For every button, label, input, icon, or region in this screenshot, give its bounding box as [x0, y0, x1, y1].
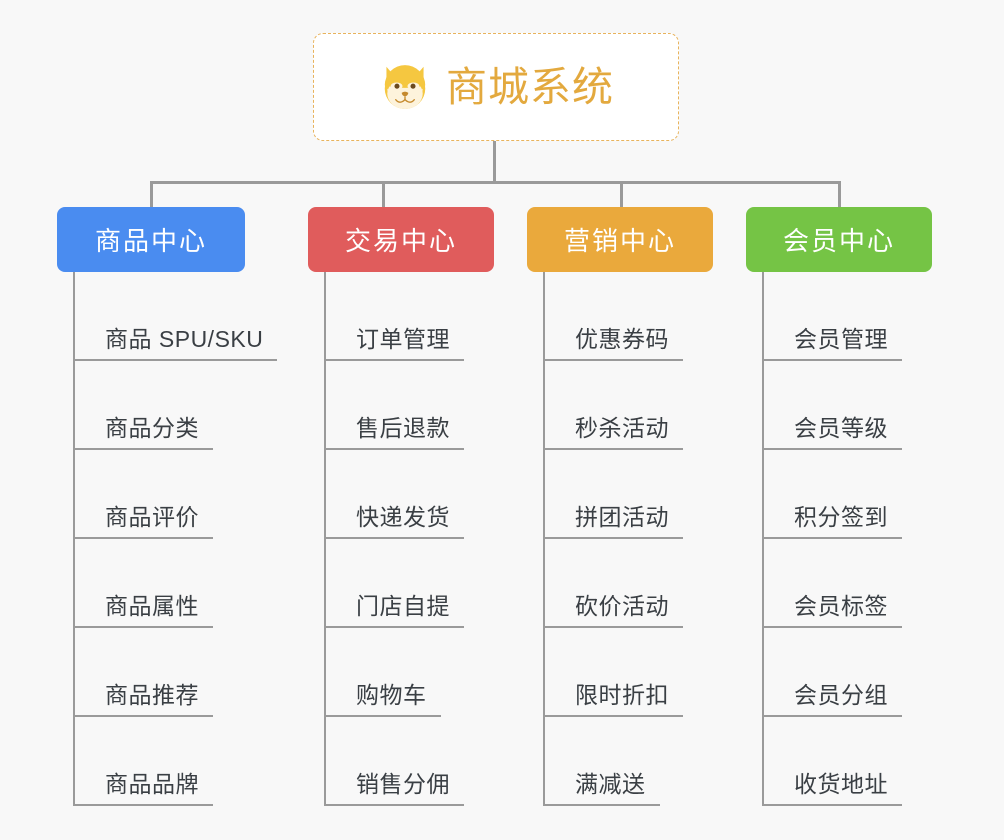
- branch-header-4[interactable]: 会员中心: [746, 207, 932, 272]
- leaf-item[interactable]: 快递发货: [324, 450, 464, 539]
- leaf-item[interactable]: 秒杀活动: [543, 361, 683, 450]
- leaf-item[interactable]: 售后退款: [324, 361, 464, 450]
- shiba-dog-face-icon: [384, 65, 426, 111]
- branch-column-1: 商品中心 商品 SPU/SKU 商品分类 商品评价 商品属性 商品推荐 商品品牌: [57, 207, 278, 806]
- leaf-label: 快递发货: [324, 504, 464, 539]
- connector-horizontal-bus: [150, 181, 841, 184]
- leaf-item[interactable]: 商品分类: [73, 361, 277, 450]
- leaf-item[interactable]: 积分签到: [762, 450, 902, 539]
- leaf-label: 商品 SPU/SKU: [73, 326, 278, 361]
- leaf-label: 购物车: [324, 682, 441, 717]
- leaf-item[interactable]: 会员标签: [762, 539, 902, 628]
- leaf-label: 砍价活动: [543, 593, 683, 628]
- leaf-item[interactable]: 商品属性: [73, 539, 277, 628]
- leaf-item[interactable]: 收货地址: [762, 717, 902, 806]
- leaf-label: 商品分类: [73, 415, 213, 450]
- root-title: 商城系统: [446, 63, 614, 110]
- branch-column-4: 会员中心 会员管理 会员等级 积分签到 会员标签 会员分组 收货地址: [746, 207, 932, 806]
- leaf-label: 销售分佣: [324, 771, 464, 806]
- branch-trunk-1: [73, 272, 75, 806]
- branch-header-1[interactable]: 商品中心: [57, 207, 245, 272]
- leaf-label: 拼团活动: [543, 504, 683, 539]
- leaf-label: 会员管理: [762, 326, 902, 361]
- leaf-item[interactable]: 商品评价: [73, 450, 277, 539]
- leaf-list-3: 优惠券码 秒杀活动 拼团活动 砍价活动 限时折扣 满减送: [543, 272, 683, 806]
- leaf-item[interactable]: 满减送: [543, 717, 683, 806]
- leaf-label: 满减送: [543, 771, 660, 806]
- connector-drop-2: [382, 181, 385, 208]
- leaf-item[interactable]: 商品推荐: [73, 628, 277, 717]
- leaf-item[interactable]: 购物车: [324, 628, 464, 717]
- branch-column-3: 营销中心 优惠券码 秒杀活动 拼团活动 砍价活动 限时折扣 满减送: [527, 207, 713, 806]
- leaf-list-1: 商品 SPU/SKU 商品分类 商品评价 商品属性 商品推荐 商品品牌: [73, 272, 278, 806]
- connector-drop-3: [620, 181, 623, 208]
- leaf-list-2: 订单管理 售后退款 快递发货 门店自提 购物车 销售分佣: [324, 272, 464, 806]
- leaf-item[interactable]: 商品品牌: [73, 717, 277, 806]
- leaf-label: 收货地址: [762, 771, 902, 806]
- leaf-item[interactable]: 会员等级: [762, 361, 902, 450]
- branch-trunk-2: [324, 272, 326, 806]
- root-node[interactable]: 商城系统: [313, 33, 679, 141]
- leaf-label: 优惠券码: [543, 326, 683, 361]
- leaf-label: 门店自提: [324, 593, 464, 628]
- branch-header-2[interactable]: 交易中心: [308, 207, 494, 272]
- leaf-label: 会员分组: [762, 682, 902, 717]
- branch-trunk-4: [762, 272, 764, 806]
- branch-header-3[interactable]: 营销中心: [527, 207, 713, 272]
- leaf-label: 秒杀活动: [543, 415, 683, 450]
- leaf-label: 积分签到: [762, 504, 902, 539]
- branch-column-2: 交易中心 订单管理 售后退款 快递发货 门店自提 购物车 销售分佣: [308, 207, 494, 806]
- leaf-item[interactable]: 拼团活动: [543, 450, 683, 539]
- leaf-item[interactable]: 会员管理: [762, 272, 902, 361]
- leaf-item[interactable]: 限时折扣: [543, 628, 683, 717]
- leaf-label: 商品评价: [73, 504, 213, 539]
- connector-root-stem: [493, 141, 496, 183]
- leaf-item[interactable]: 砍价活动: [543, 539, 683, 628]
- leaf-item[interactable]: 订单管理: [324, 272, 464, 361]
- leaf-label: 商品品牌: [73, 771, 213, 806]
- leaf-label: 限时折扣: [543, 682, 683, 717]
- leaf-item[interactable]: 销售分佣: [324, 717, 464, 806]
- leaf-label: 商品推荐: [73, 682, 213, 717]
- leaf-label: 会员标签: [762, 593, 902, 628]
- connector-drop-4: [838, 181, 841, 208]
- leaf-item[interactable]: 商品 SPU/SKU: [73, 272, 278, 361]
- leaf-label: 会员等级: [762, 415, 902, 450]
- leaf-item[interactable]: 门店自提: [324, 539, 464, 628]
- leaf-item[interactable]: 会员分组: [762, 628, 902, 717]
- leaf-label: 商品属性: [73, 593, 213, 628]
- leaf-item[interactable]: 优惠券码: [543, 272, 683, 361]
- connector-drop-1: [150, 181, 153, 208]
- branch-trunk-3: [543, 272, 545, 806]
- leaf-label: 订单管理: [324, 326, 464, 361]
- leaf-label: 售后退款: [324, 415, 464, 450]
- leaf-list-4: 会员管理 会员等级 积分签到 会员标签 会员分组 收货地址: [762, 272, 902, 806]
